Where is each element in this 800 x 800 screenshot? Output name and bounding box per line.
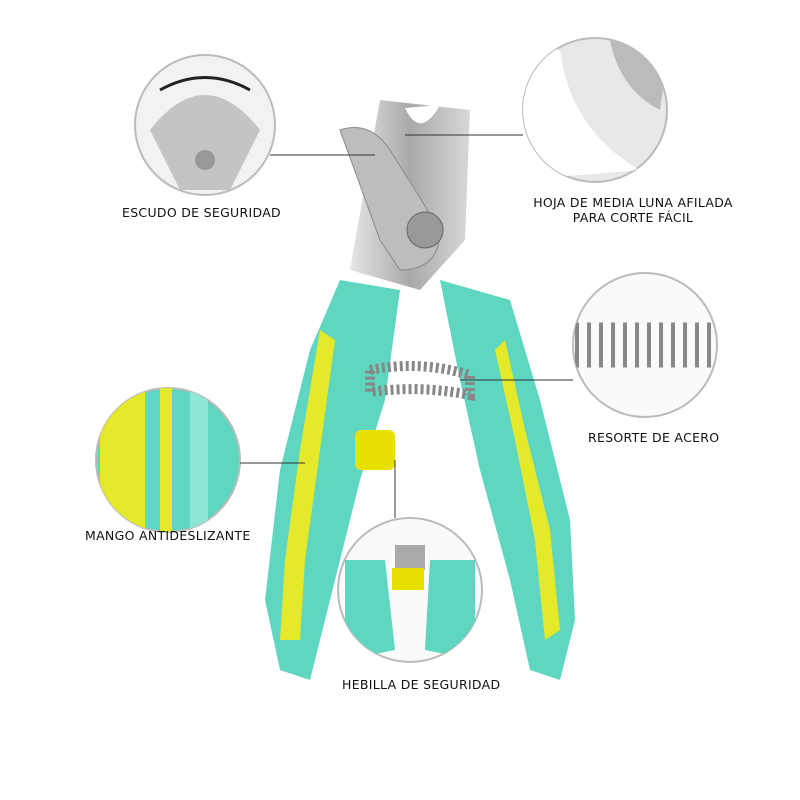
label-blade-line2: PARA CORTE FÁCIL [572,210,694,225]
blade [339,100,470,290]
label-blade: HOJA DE MEDIA LUNA AFILADA PARA CORTE FÁ… [518,195,748,225]
callout-shield [134,54,375,196]
label-spring: RESORTE DE ACERO [588,430,720,445]
callout-buckle [337,460,483,663]
label-handle: MANGO ANTIDESLIZANTE [85,528,251,543]
pivot-screw-icon [406,211,444,249]
label-buckle: HEBILLA DE SEGURIDAD [342,677,501,692]
spring [365,361,475,402]
handle-left [265,280,400,680]
callout-handle [95,387,305,533]
safety-lock [355,430,395,470]
label-shield: ESCUDO DE SEGURIDAD [122,205,281,220]
callout-spring [460,272,718,418]
label-blade-line1: HOJA DE MEDIA LUNA AFILADA [533,195,733,210]
